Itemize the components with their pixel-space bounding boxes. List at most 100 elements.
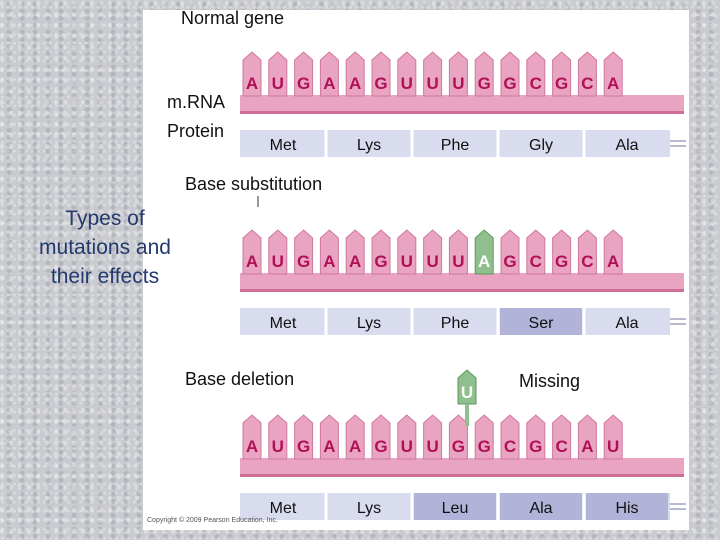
normal-base-letter-2: G — [297, 74, 310, 93]
substitution-amino-acid-2: Phe — [441, 315, 470, 332]
normal-base-letter-9: G — [478, 74, 491, 93]
normal-base-letter-8: U — [452, 74, 464, 93]
normal-base-letter-14: A — [607, 74, 619, 93]
deletion-base-letter-2: G — [297, 437, 310, 456]
substitution-base-11 — [526, 229, 546, 275]
deleted-base-letter: U — [461, 383, 473, 402]
substitution-base-1 — [268, 229, 288, 275]
mrna-label: m.RNA — [167, 92, 225, 112]
deletion-base-3 — [319, 414, 339, 460]
slide-title: Types of mutations and their effects — [39, 207, 171, 288]
deletion-base-2 — [294, 414, 314, 460]
deletion-base-letter-1: U — [272, 437, 284, 456]
normal-base-letter-7: U — [426, 74, 438, 93]
substitution-amino-acid-4: Ala — [615, 315, 638, 332]
substitution-base-10 — [500, 229, 520, 275]
deletion-aa-highlight-4 — [586, 493, 668, 520]
normal-base-letter-6: U — [401, 74, 413, 93]
normal-base-letter-11: C — [530, 74, 542, 93]
normal-base-7 — [423, 51, 443, 97]
deletion-base-letter-11: G — [529, 437, 542, 456]
normal-base-6 — [397, 51, 417, 97]
substitution-base-letter-8: U — [452, 252, 464, 271]
substitution-base-14 — [603, 229, 623, 275]
substitution-base-letter-13: C — [581, 252, 593, 271]
deletion-base-8 — [448, 414, 468, 460]
normal-amino-acid-3: Gly — [529, 137, 553, 154]
substitution-base-13 — [577, 229, 597, 275]
deletion-amino-acid-2: Leu — [442, 500, 469, 517]
deletion-base-letter-12: C — [555, 437, 567, 456]
substitution-base-letter-11: C — [530, 252, 542, 271]
deletion-amino-acid-0: Met — [270, 500, 297, 517]
normal-amino-acid-4: Ala — [615, 137, 638, 154]
deletion-mrna-backbone — [240, 458, 684, 474]
deletion-amino-acid-3: Ala — [529, 500, 552, 517]
deletion-base-4 — [345, 414, 365, 460]
substitution-base-4 — [345, 229, 365, 275]
substitution-base-letter-14: A — [607, 252, 619, 271]
normal-base-3 — [319, 51, 339, 97]
substitution-amino-acid-1: Lys — [357, 315, 381, 332]
substitution-base-9 — [474, 229, 494, 275]
normal-base-13 — [577, 51, 597, 97]
normal-base-8 — [448, 51, 468, 97]
deletion-base-letter-0: A — [246, 437, 258, 456]
normal-base-11 — [526, 51, 546, 97]
deletion-amino-acid-1: Lys — [357, 500, 381, 517]
deletion-base-letter-7: U — [426, 437, 438, 456]
substitution-base-8 — [448, 229, 468, 275]
base-deletion-label: Base deletion — [185, 369, 295, 389]
deletion-base-letter-6: U — [401, 437, 413, 456]
deletion-base-10 — [500, 414, 520, 460]
deletion-base-letter-10: C — [504, 437, 516, 456]
deletion-base-letter-3: A — [323, 437, 335, 456]
deletion-aa-highlight-2 — [414, 493, 496, 520]
substitution-base-0 — [242, 229, 262, 275]
normal-base-2 — [294, 51, 314, 97]
normal-base-letter-3: A — [323, 74, 335, 93]
substitution-base-letter-1: U — [272, 252, 284, 271]
deletion-base-13 — [577, 414, 597, 460]
substitution-aa-highlight-3 — [500, 308, 582, 335]
normal-base-letter-0: A — [246, 74, 258, 93]
substitution-base-letter-9: A — [478, 252, 490, 271]
deletion-base-5 — [371, 414, 391, 460]
substitution-base-7 — [423, 229, 443, 275]
substitution-amino-acid-3: Ser — [529, 315, 555, 332]
normal-base-letter-13: C — [581, 74, 593, 93]
substitution-amino-acid-0: Met — [270, 315, 297, 332]
substitution-base-letter-3: A — [323, 252, 335, 271]
deletion-mrna-backbone-edge — [240, 474, 684, 477]
normal-mrna-backbone — [240, 95, 684, 111]
substitution-base-letter-4: A — [349, 252, 361, 271]
deletion-base-6 — [397, 414, 417, 460]
normal-base-4 — [345, 51, 365, 97]
substitution-base-letter-12: G — [555, 252, 568, 271]
deleted-base-tooth — [457, 369, 477, 405]
copyright-notice: Copyright © 2009 Pearson Education, Inc. — [147, 517, 278, 524]
normal-base-14 — [603, 51, 623, 97]
normal-base-5 — [371, 51, 391, 97]
normal-base-letter-4: A — [349, 74, 361, 93]
substitution-base-3 — [319, 229, 339, 275]
deletion-base-1 — [268, 414, 288, 460]
deletion-amino-acid-4: His — [615, 500, 638, 517]
substitution-base-letter-7: U — [426, 252, 438, 271]
substitution-base-letter-10: G — [503, 252, 516, 271]
deletion-base-12 — [552, 414, 572, 460]
substitution-base-letter-5: G — [374, 252, 387, 271]
deletion-base-letter-5: G — [374, 437, 387, 456]
normal-amino-acid-1: Lys — [357, 137, 381, 154]
deletion-aa-highlight-3 — [500, 493, 582, 520]
missing-label: Missing — [519, 371, 581, 391]
deletion-base-letter-14: U — [607, 437, 619, 456]
normal-base-letter-10: G — [503, 74, 516, 93]
normal-base-letter-12: G — [555, 74, 568, 93]
substitution-base-letter-0: A — [246, 252, 258, 271]
deleted-base-stem — [465, 404, 469, 426]
deletion-base-letter-4: A — [349, 437, 361, 456]
substitution-base-12 — [552, 229, 572, 275]
normal-base-10 — [500, 51, 520, 97]
